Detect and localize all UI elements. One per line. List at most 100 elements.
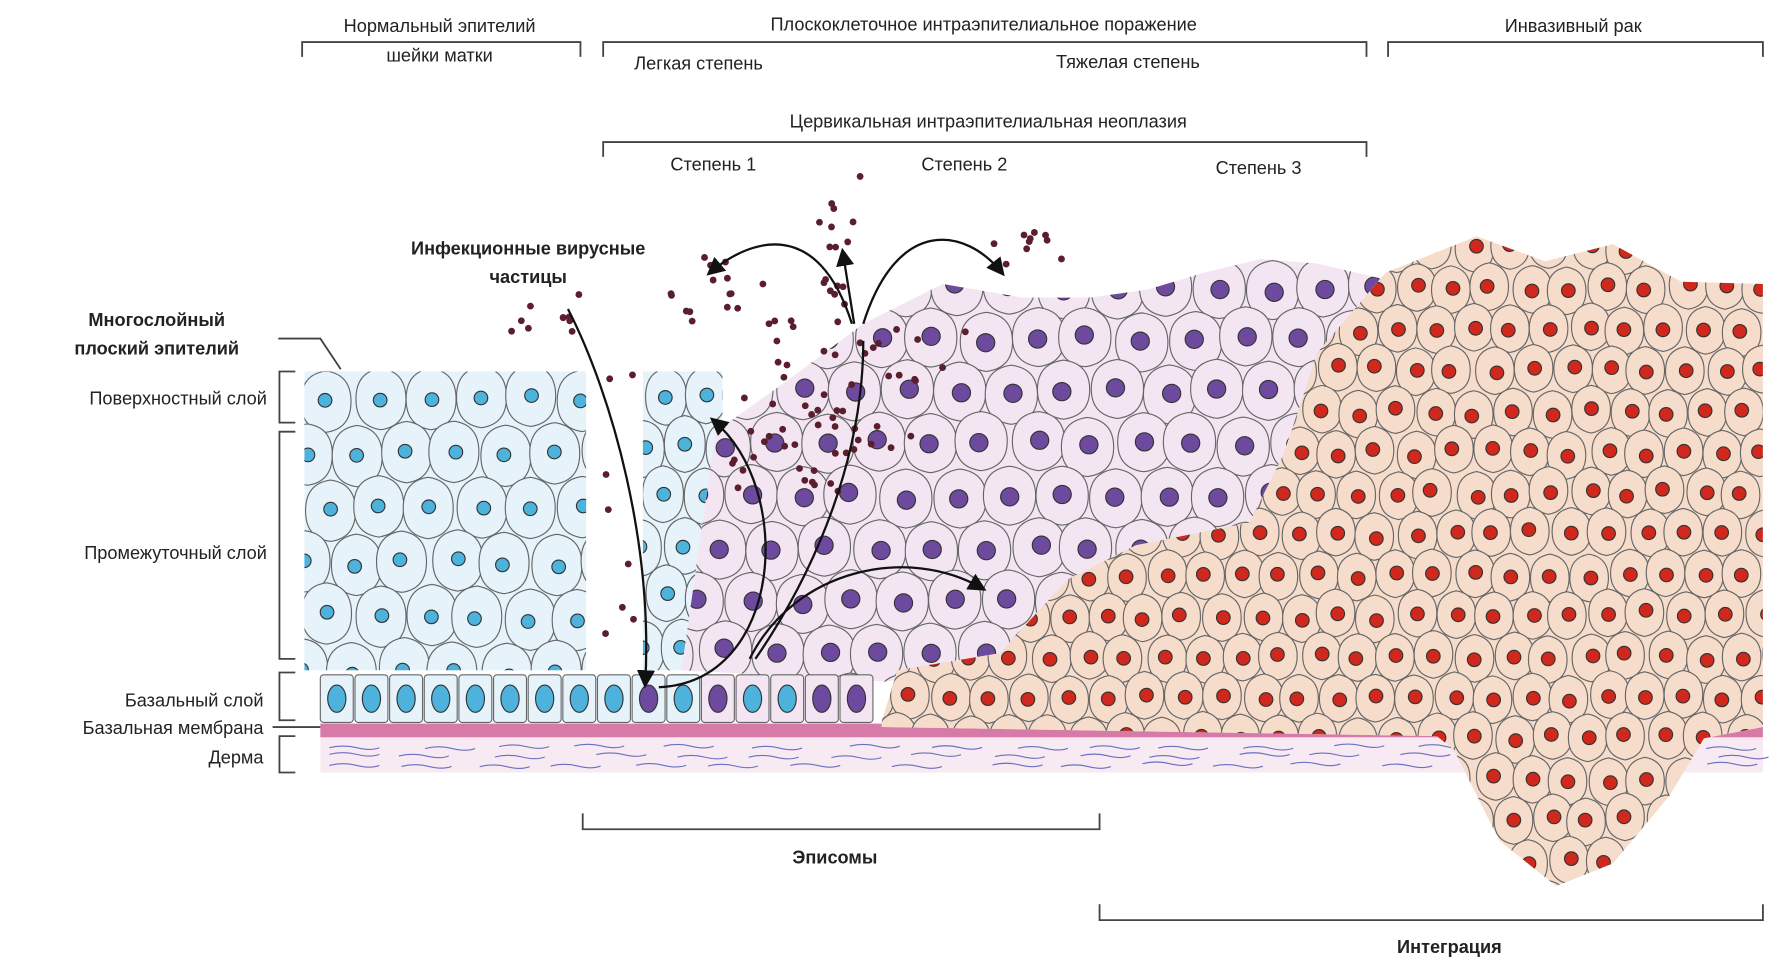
normal-cell <box>556 475 587 539</box>
cancer-cell <box>987 794 1027 844</box>
cancer-nucleus <box>1391 322 1406 337</box>
cancer-nucleus <box>1470 489 1486 505</box>
cancer-nucleus <box>1543 727 1559 742</box>
cancer-cell <box>970 838 1011 887</box>
normal-cell <box>426 641 478 671</box>
label-integration: Интеграция <box>1397 937 1502 957</box>
cancer-nucleus <box>1270 566 1285 582</box>
normal-nucleus <box>370 498 386 514</box>
cancer-nucleus <box>1407 689 1423 705</box>
virion <box>566 317 574 325</box>
basal-nucleus <box>673 684 693 713</box>
virion <box>820 279 828 287</box>
virion <box>801 402 809 410</box>
dermis-fiber <box>398 753 450 759</box>
cancer-nucleus <box>1716 446 1731 462</box>
cancer-cell <box>1649 236 1690 274</box>
cancer-nucleus <box>1313 403 1329 419</box>
cancer-nucleus <box>1752 361 1763 377</box>
virion <box>907 432 915 440</box>
virion <box>750 453 758 461</box>
normal-nucleus <box>424 392 440 408</box>
cancer-nucleus <box>1061 690 1077 705</box>
cancer-nucleus <box>1251 856 1267 872</box>
cancer-nucleus <box>1596 854 1611 870</box>
lesion-nucleus <box>1052 484 1072 505</box>
basal-nucleus <box>777 684 797 713</box>
dermis-fiber <box>329 752 380 757</box>
cancer-cell <box>1452 875 1493 887</box>
cancer-nucleus <box>1235 650 1251 666</box>
cancer-nucleus <box>1196 898 1210 912</box>
cancer-nucleus <box>1137 854 1153 869</box>
cancer-nucleus <box>1215 853 1231 869</box>
lesion-cell <box>681 625 694 682</box>
cancer-nucleus <box>1465 814 1480 830</box>
cancer-nucleus <box>1714 692 1730 708</box>
cancer-cell <box>1105 236 1145 272</box>
cancer-nucleus <box>905 853 921 869</box>
cancer-nucleus <box>1058 855 1074 871</box>
lesion-nucleus <box>1264 282 1284 302</box>
virion <box>734 484 742 492</box>
bracket-invasive <box>1387 41 1764 57</box>
cancer-nucleus <box>1157 649 1173 665</box>
lesion-nucleus <box>1074 325 1094 345</box>
cancer-nucleus <box>1045 893 1059 907</box>
virion <box>575 291 583 299</box>
cancer-nucleus <box>1004 894 1018 908</box>
cancer-nucleus <box>1350 571 1366 586</box>
virion <box>568 327 576 335</box>
cancer-nucleus <box>1697 403 1713 419</box>
cancer-nucleus <box>1506 812 1522 828</box>
cancer-nucleus <box>1678 363 1694 379</box>
normal-nucleus <box>473 390 489 406</box>
cancer-nucleus <box>1409 363 1425 378</box>
cancer-nucleus <box>1329 772 1345 788</box>
cancer-nucleus <box>1466 728 1482 744</box>
cancer-nucleus <box>1504 404 1520 420</box>
lesion-nucleus <box>683 275 704 296</box>
lesion-nucleus <box>1079 435 1099 455</box>
virion <box>688 317 696 325</box>
lesion-nucleus <box>951 383 972 403</box>
bracket-cin <box>602 141 1368 157</box>
cancer-nucleus <box>1560 283 1576 298</box>
normal-nucleus <box>551 559 567 575</box>
cancer-nucleus <box>945 770 960 786</box>
cancer-nucleus <box>1388 648 1404 663</box>
cancer-nucleus <box>1469 238 1484 254</box>
cancer-cell <box>1764 553 1772 601</box>
dermis-fiber <box>596 752 647 757</box>
basal-nucleus <box>604 684 624 713</box>
virion <box>508 327 515 335</box>
arrow-basal-up <box>658 417 767 689</box>
lesion-nucleus <box>1208 488 1228 508</box>
cancer-nucleus <box>1275 486 1291 501</box>
cancer-nucleus <box>1353 898 1367 912</box>
virion <box>828 200 836 207</box>
cancer-cell <box>1765 388 1772 436</box>
virion <box>814 421 822 429</box>
normal-nucleus <box>448 444 464 460</box>
lesion-nucleus <box>899 379 919 399</box>
cancer-nucleus <box>1178 855 1194 870</box>
virion <box>828 223 835 231</box>
cancer-nucleus <box>900 687 916 702</box>
virion <box>730 456 738 464</box>
normal-nucleus <box>657 390 673 405</box>
cancer-cell <box>1528 879 1569 887</box>
lesion-nucleus <box>949 489 969 509</box>
normal-nucleus <box>524 388 539 403</box>
cancer-cell <box>1339 798 1380 848</box>
virion <box>839 407 847 415</box>
cancer-cell <box>1146 798 1187 848</box>
cancer-nucleus <box>1390 487 1406 503</box>
arrow-basal-right <box>748 566 987 660</box>
cancer-nucleus <box>1616 322 1632 337</box>
label-grade2: Степень 2 <box>921 154 1007 174</box>
dermis-fiber <box>401 764 452 769</box>
cancer-nucleus <box>1215 610 1231 625</box>
cancer-nucleus <box>1020 691 1036 707</box>
virion <box>668 291 675 299</box>
